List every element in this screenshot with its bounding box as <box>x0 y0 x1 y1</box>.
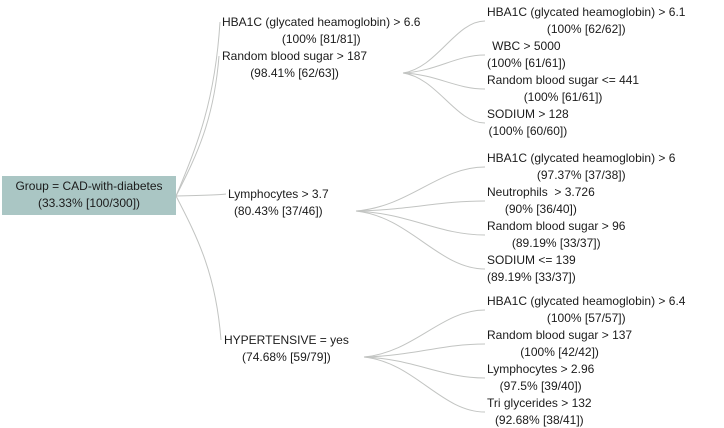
level2-cluster-2: HBA1C (glycated heamoglobin) > 6.4 (100% … <box>487 293 685 428</box>
tree-edge <box>355 210 486 236</box>
tree-edge <box>175 21 221 197</box>
node-condition: HBA1C (glycated heamoglobin) > 6.4 <box>487 294 686 308</box>
tree-node: Random blood sugar > 187 (98.41% [62/63]) <box>222 48 367 82</box>
node-stat: (100% [61/61]) <box>523 90 603 104</box>
node-stat: (100% [42/42]) <box>520 345 599 359</box>
tree-node: HBA1C (glycated heamoglobin) > 6.6 (100% … <box>222 14 420 48</box>
node-condition: Random blood sugar > 137 <box>487 328 633 342</box>
root-node-stat: (33.33% [100/300]) <box>37 196 141 210</box>
tree-edge <box>402 72 486 90</box>
node-condition: Random blood sugar > 187 <box>222 49 368 63</box>
root-node: Group = CAD-with-diabetes (33.33% [100/3… <box>2 176 176 215</box>
tree-edge <box>363 356 486 379</box>
tree-node: Random blood sugar > 137 (100% [42/42]) <box>487 327 632 361</box>
tree-edge <box>402 54 486 74</box>
tree-edge <box>402 20 486 74</box>
node-stat: (100% [57/57]) <box>546 311 626 325</box>
level1-group-1: Lymphocytes > 3.7 (80.43% [37/46]) <box>228 186 329 220</box>
tree-node: Random blood sugar <= 441 (100% [61/61]) <box>487 72 639 106</box>
node-stat: (92.68% [38/41]) <box>494 413 584 427</box>
node-condition: HBA1C (glycated heamoglobin) > 6 <box>487 151 676 165</box>
node-condition: Lymphocytes > 3.7 <box>228 187 329 201</box>
tree-edge <box>355 200 486 212</box>
tree-node: HBA1C (glycated heamoglobin) > 6.4 (100% … <box>487 293 685 327</box>
node-stat: (97.37% [37/38]) <box>536 168 626 182</box>
tree-node: Lymphocytes > 2.96 (97.5% [39/40]) <box>487 361 594 395</box>
node-stat: (97.5% [39/40]) <box>499 379 582 393</box>
node-condition: Tri glycerides > 132 <box>487 396 592 410</box>
tree-node: Tri glycerides > 132 (92.68% [38/41]) <box>487 395 592 428</box>
node-condition: Lymphocytes > 2.96 <box>487 362 595 376</box>
tree-edge <box>175 193 227 197</box>
root-node-label: Group = CAD-with-diabetes <box>15 179 163 193</box>
node-condition: WBC > 5000 <box>492 39 561 53</box>
tree-edge <box>363 343 486 358</box>
node-condition: SODIUM <= 139 <box>487 253 576 267</box>
tree-edge <box>402 72 486 124</box>
level2-cluster-1: HBA1C (glycated heamoglobin) > 6 (97.37% … <box>487 150 675 286</box>
node-stat: (98.41% [62/63]) <box>250 66 339 80</box>
node-stat: (89.19% [33/37]) <box>511 236 601 250</box>
tree-node: Neutrophils > 3.726 (90% [36/40]) <box>487 184 595 218</box>
node-stat: (90% [36/40]) <box>504 202 577 216</box>
node-condition: HBA1C (glycated heamoglobin) > 6.1 <box>487 5 686 19</box>
node-condition: SODIUM > 128 <box>487 107 569 121</box>
tree-node: SODIUM > 128 (100% [60/60]) <box>487 106 569 140</box>
tree-node: WBC > 5000 (100% [61/61]) <box>487 38 566 72</box>
tree-edge <box>175 195 222 341</box>
tree-node: HBA1C (glycated heamoglobin) > 6 (97.37% … <box>487 150 675 184</box>
node-condition: Random blood sugar > 96 <box>487 219 626 233</box>
level2-cluster-0: HBA1C (glycated heamoglobin) > 6.1 (100% … <box>487 4 685 140</box>
node-stat: (100% [62/62]) <box>546 22 626 36</box>
tree-edge <box>363 356 486 413</box>
node-condition: Neutrophils > 3.726 <box>487 185 595 199</box>
node-stat: (100% [61/61]) <box>487 56 566 70</box>
node-condition: Random blood sugar <= 441 <box>487 73 640 87</box>
node-stat: (100% [60/60]) <box>488 124 568 138</box>
node-condition: HBA1C (glycated heamoglobin) > 6.6 <box>222 15 421 29</box>
node-condition: HYPERTENSIVE = yes <box>224 333 349 347</box>
tree-node: Lymphocytes > 3.7 (80.43% [37/46]) <box>228 186 329 220</box>
node-stat: (80.43% [37/46]) <box>233 204 323 218</box>
level1-group-0: HBA1C (glycated heamoglobin) > 6.6 (100% … <box>222 14 420 82</box>
tree-edge <box>175 55 220 197</box>
level1-group-2: HYPERTENSIVE = yes (74.68% [59/79]) <box>224 332 349 366</box>
tree-edge <box>355 166 486 212</box>
node-stat: (89.19% [33/37]) <box>487 270 576 284</box>
node-stat: (100% [81/81]) <box>281 32 361 46</box>
tree-node: Random blood sugar > 96 (89.19% [33/37]) <box>487 218 625 252</box>
tree-edge <box>363 309 486 358</box>
tree-node: HYPERTENSIVE = yes (74.68% [59/79]) <box>224 332 349 366</box>
tree-node: HBA1C (glycated heamoglobin) > 6.1 (100% … <box>487 4 685 38</box>
node-stat: (74.68% [59/79]) <box>242 350 331 364</box>
tree-edge <box>355 210 486 270</box>
tree-node: SODIUM <= 139 (89.19% [33/37]) <box>487 252 576 286</box>
